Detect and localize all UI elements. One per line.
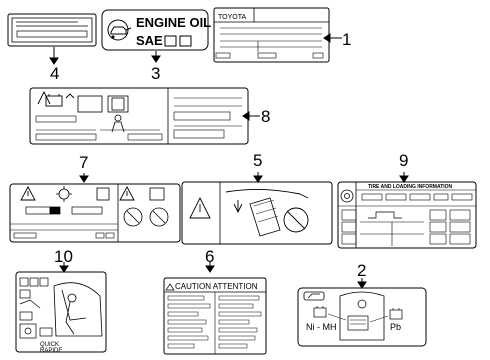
callout-3: 3 (151, 64, 160, 83)
callout-5: 5 (253, 151, 262, 170)
no-tool-icon-left (123, 207, 143, 227)
callout-7: 7 (79, 153, 88, 172)
quick-text: QUICK (40, 342, 59, 348)
nimh-text: Ni - MH (306, 322, 337, 332)
label-7 (9, 173, 181, 243)
gear-icon (56, 186, 72, 202)
callout-8: 8 (261, 107, 270, 126)
label-10 (15, 262, 107, 353)
label-4 (7, 13, 97, 65)
battery-pb-icon (389, 308, 403, 320)
caution-attention-text: CAUTION ATTENTION (175, 282, 258, 291)
sae-text: SAE (136, 33, 163, 48)
label-6 (163, 262, 267, 355)
engine-oil-text: ENGINE OIL (136, 15, 211, 30)
tire-icon (340, 189, 354, 203)
label-5 (181, 172, 333, 245)
no-hand-icon (283, 207, 309, 233)
callout-6: 6 (205, 247, 214, 266)
label-2 (297, 278, 427, 347)
callout-2: 2 (357, 261, 366, 280)
label-3 (101, 9, 209, 63)
callout-10: 10 (54, 247, 73, 266)
car-logo-icon (303, 291, 325, 301)
oil-can-icon (107, 19, 132, 41)
label-8 (29, 87, 260, 145)
door-open-icon (53, 282, 103, 337)
battery-icon (37, 90, 75, 107)
callout-4: 4 (50, 64, 59, 83)
label-9 (337, 172, 477, 249)
person-icon (111, 114, 125, 133)
tire-info-text: TIRE AND LOADING INFORMATION (368, 184, 453, 190)
callout-1: 1 (342, 30, 351, 49)
no-tool-icon-right (149, 207, 169, 227)
battery-nimh-icon (313, 306, 327, 318)
pb-text: Pb (390, 322, 401, 332)
rapide-text: RAPIDE (40, 348, 62, 354)
label-1 (213, 7, 342, 63)
toyota-text: TOYOTA (218, 14, 246, 21)
callout-9: 9 (399, 151, 408, 170)
